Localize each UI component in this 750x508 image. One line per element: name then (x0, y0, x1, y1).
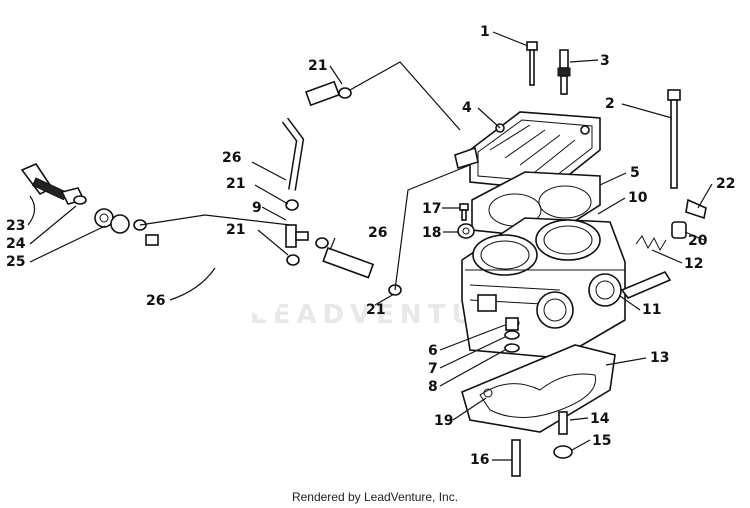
plate (620, 270, 672, 299)
callout-25: 25 (6, 254, 25, 270)
callouts: 1 2 3 4 5 6 7 8 9 10 11 12 13 14 15 16 1… (6, 24, 735, 468)
hose-right (322, 246, 375, 279)
callout-9: 9 (252, 200, 262, 216)
spark-plug (557, 49, 571, 95)
plug-washer-stack (504, 317, 520, 353)
hose-upper (281, 80, 341, 191)
primer-pump (20, 163, 130, 234)
cylinder-block (461, 217, 626, 359)
hose-left (145, 234, 294, 321)
callout-23: 23 (6, 218, 25, 234)
callout-26-right: 26 (368, 225, 387, 241)
sensor-fitting (671, 198, 707, 239)
callout-12: 12 (684, 256, 703, 272)
callout-15: 15 (592, 433, 611, 449)
callout-7: 7 (428, 361, 438, 377)
callout-26-lower: 26 (146, 293, 165, 309)
grommet (457, 223, 475, 239)
callout-1: 1 (480, 24, 490, 40)
cylinder-head (454, 111, 601, 191)
callout-21-lower: 21 (366, 302, 385, 318)
routing-lines (139, 61, 471, 291)
callout-21-top: 21 (308, 58, 327, 74)
callout-21-upper-left: 21 (226, 176, 245, 192)
callout-20: 20 (688, 233, 708, 249)
stud-14 (558, 411, 568, 435)
callout-26-upper: 26 (222, 150, 241, 166)
callout-13: 13 (650, 350, 669, 366)
callout-6: 6 (428, 343, 438, 359)
base-gasket (461, 344, 616, 433)
callout-17: 17 (422, 201, 441, 217)
leader-lines (27, 31, 713, 461)
callout-14: 14 (590, 411, 610, 427)
nut-15 (553, 445, 573, 459)
callout-8: 8 (428, 379, 438, 395)
small-bolt (459, 203, 469, 221)
callout-2: 2 (605, 96, 615, 112)
callout-22: 22 (716, 176, 735, 192)
callout-11: 11 (642, 302, 661, 318)
callout-4: 4 (462, 100, 472, 116)
callout-10: 10 (628, 190, 648, 206)
stud-16 (511, 439, 521, 477)
callout-5: 5 (630, 165, 640, 181)
callout-21-mid-left: 21 (226, 222, 245, 238)
callout-3: 3 (600, 53, 610, 69)
footer-credit: Rendered by LeadVenture, Inc. (291, 490, 459, 504)
tee-fitting (285, 224, 309, 248)
callout-18: 18 (422, 225, 441, 241)
bolt-1 (526, 41, 538, 86)
long-bolt (667, 89, 681, 189)
spring (635, 235, 667, 252)
callout-16: 16 (470, 452, 489, 468)
callout-19: 19 (434, 413, 453, 429)
callout-24: 24 (6, 236, 26, 252)
